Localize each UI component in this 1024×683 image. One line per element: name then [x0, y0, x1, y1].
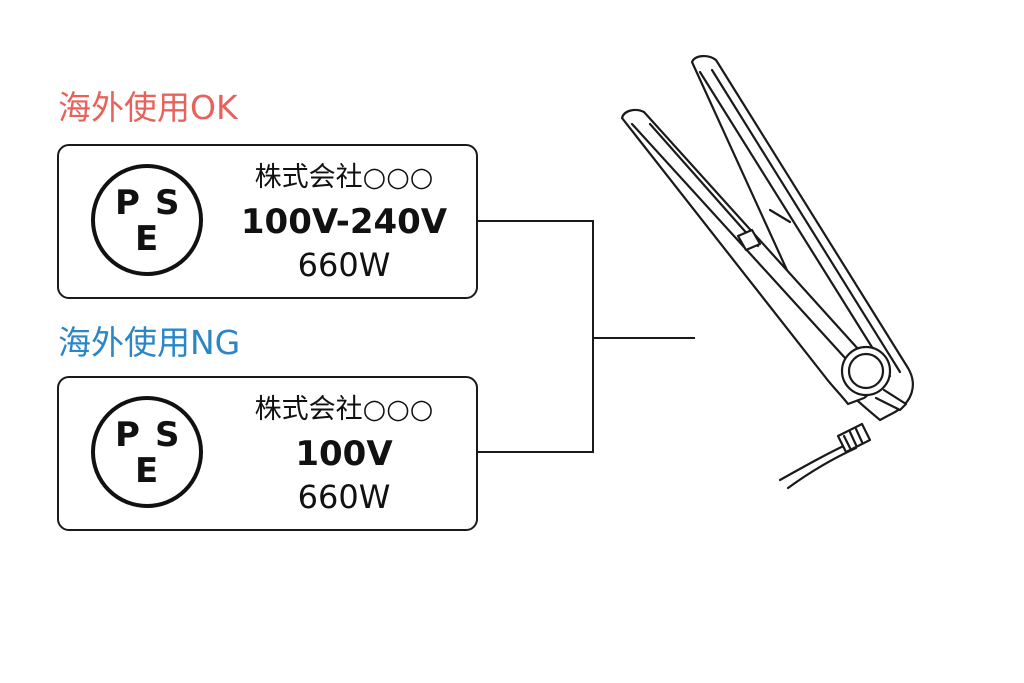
- pse-letter-s: S: [155, 183, 180, 223]
- rating-label-ok: P S E 株式会社○○○ 100V-240V 660W: [57, 144, 478, 299]
- pse-mark-icon: P S E: [91, 164, 203, 276]
- voltage-rating: 100V-240V: [240, 202, 448, 242]
- bracket-connector: [478, 220, 695, 453]
- pse-letter-s: S: [155, 415, 180, 455]
- heading-overseas-ng: 海外使用NG: [58, 323, 241, 362]
- wattage-rating: 660W: [297, 478, 391, 516]
- company-name: 株式会社○○○: [254, 162, 434, 193]
- voltage-rating: 100V: [295, 434, 393, 474]
- pse-letter-e: E: [135, 219, 159, 259]
- company-name: 株式会社○○○: [254, 394, 434, 425]
- pse-letter-p: P: [115, 183, 140, 223]
- pse-mark-icon: P S E: [91, 396, 203, 508]
- wattage-rating: 660W: [297, 246, 391, 284]
- pse-letter-e: E: [135, 451, 159, 491]
- heading-overseas-ok: 海外使用OK: [58, 88, 238, 127]
- pse-letter-p: P: [115, 415, 140, 455]
- hair-straightener-icon: [620, 55, 914, 490]
- rating-label-ng: P S E 株式会社○○○ 100V 660W: [57, 376, 478, 531]
